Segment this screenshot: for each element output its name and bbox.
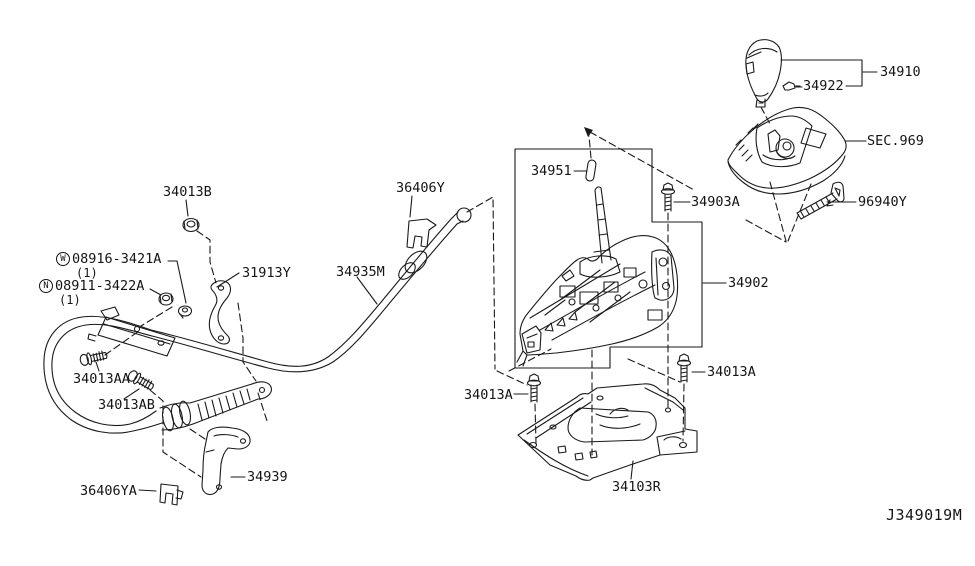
washer-08916-drawing <box>177 305 193 319</box>
nut-part-number: 08911-3422A <box>55 278 145 294</box>
callout-34903a: 34903A <box>691 194 740 210</box>
callout-36406y: 36406Y <box>396 180 445 196</box>
callout-31913y: 31913Y <box>242 265 291 281</box>
bolt-34013a-left-drawing <box>526 373 542 403</box>
nut-qty: (1) <box>59 293 81 307</box>
projection-arrowhead <box>584 127 593 137</box>
bolt-34013ab-drawing <box>127 370 154 391</box>
callout-34922: 34922 <box>803 78 844 94</box>
callout-34935m: 34935M <box>336 264 385 280</box>
callout-34013ab: 34013AB <box>98 397 155 413</box>
part-96940y-drawing <box>796 181 845 220</box>
callout-36406ya: 36406YA <box>80 483 137 499</box>
callout-08916-3421a: W 08916-3421A <box>56 252 161 266</box>
callout-34013a-left: 34013A <box>464 387 513 403</box>
washer-symbol-icon: W <box>56 252 70 266</box>
nut-symbol-icon: N <box>39 279 53 293</box>
callout-34902: 34902 <box>728 275 769 291</box>
callout-08911-3422a: N 08911-3422A <box>39 279 144 293</box>
callout-sec969: SEC.969 <box>867 133 924 149</box>
clip-36406y-drawing <box>406 218 437 249</box>
callout-34951: 34951 <box>531 163 572 179</box>
callout-34939: 34939 <box>247 469 288 485</box>
callout-34910: 34910 <box>880 64 921 80</box>
callout-34013b: 34013B <box>163 184 212 200</box>
shift-assembly-drawing <box>516 186 679 367</box>
shift-knob-drawing <box>745 39 782 108</box>
clip-36406ya-drawing <box>159 483 184 506</box>
bracket-34939-drawing <box>201 426 251 496</box>
washer-qty: (1) <box>76 266 98 280</box>
cable-bracket-plate-drawing <box>87 306 176 357</box>
bolt-34903a-drawing <box>660 182 676 212</box>
pin-34951-drawing <box>585 159 597 182</box>
callout-96940y: 96940Y <box>858 194 907 210</box>
assembly-outline-box <box>514 148 703 369</box>
callout-34013aa: 34013AA <box>73 371 130 387</box>
finisher-panel-drawing <box>727 106 847 195</box>
nut-08911-drawing <box>158 292 174 306</box>
callout-34103r: 34103R <box>612 479 661 495</box>
bolt-34013aa-drawing <box>79 350 108 366</box>
nut-34013b-drawing <box>182 217 200 233</box>
bracket-31913y-drawing <box>208 280 232 345</box>
base-plate-34103r-drawing <box>517 383 698 481</box>
bolt-34013a-right-drawing <box>676 353 692 383</box>
construction-lines <box>104 106 812 478</box>
control-cable-drawing <box>43 207 472 434</box>
clip-34922-drawing <box>782 81 801 91</box>
washer-part-number: 08916-3421A <box>72 251 162 267</box>
callout-34013a-right: 34013A <box>707 364 756 380</box>
diagram-code: J349019M <box>886 506 963 524</box>
